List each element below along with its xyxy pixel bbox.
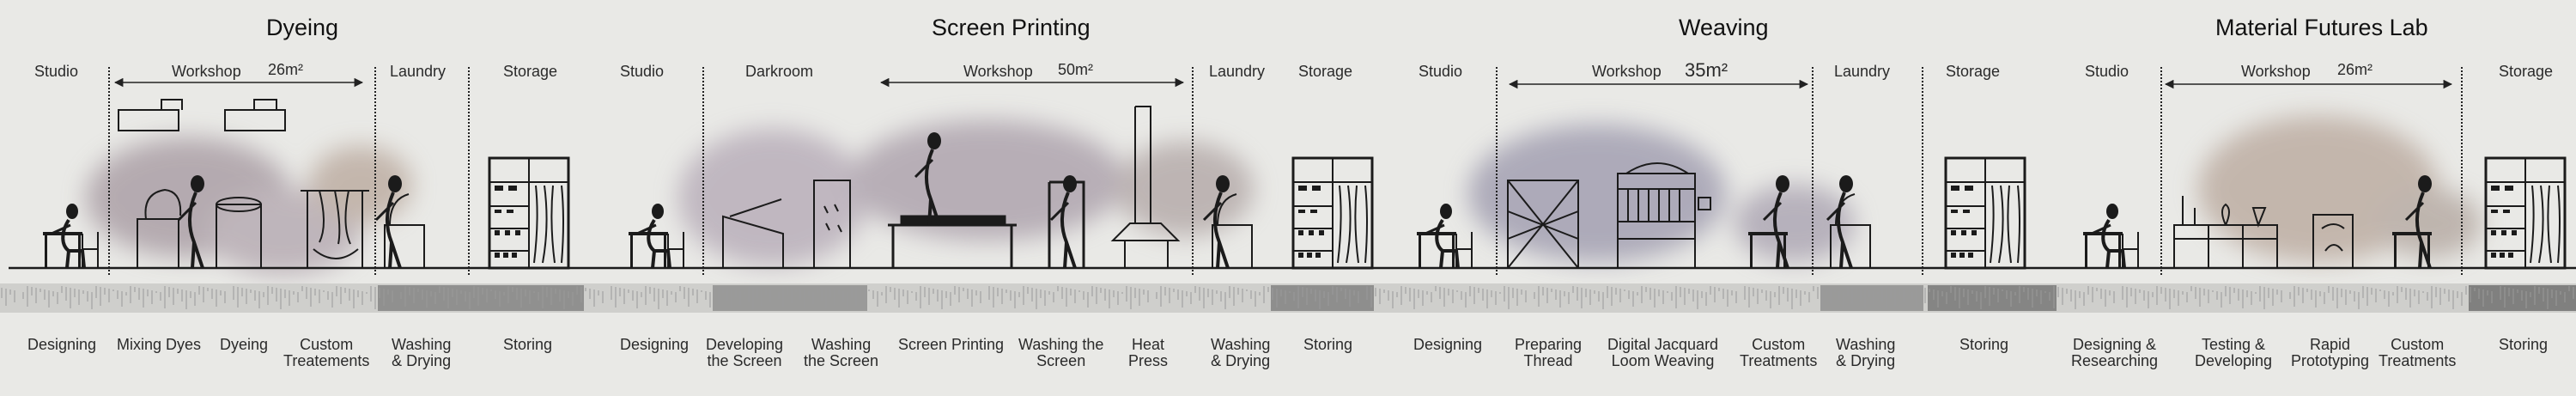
dimension-arrows <box>115 82 2451 84</box>
activity-label: Designing <box>1413 337 1482 353</box>
screen-print-table <box>888 216 1017 268</box>
divider <box>2160 67 2162 275</box>
workshop-size: 26m² <box>268 62 303 78</box>
workshop-size: 26m² <box>2337 62 2372 78</box>
activity-label: Screen Printing <box>898 337 1004 353</box>
activity-label: Custom Treatments <box>1740 337 1817 369</box>
room-label: Storage <box>1946 64 2000 80</box>
room-label: Laundry <box>390 64 446 80</box>
activity-label: Custom Treatements <box>283 337 369 369</box>
room-label: Laundry <box>1834 64 1890 80</box>
activity-label: Dyeing <box>220 337 268 353</box>
room-label: Laundry <box>1209 64 1265 80</box>
room-label: Storage <box>1298 64 1352 80</box>
room-label: Studio <box>620 64 664 80</box>
room-label: Storage <box>503 64 557 80</box>
divider <box>702 67 704 275</box>
activity-label: Digital Jacquard Loom Weaving <box>1607 337 1718 369</box>
activity-label: Designing <box>27 337 96 353</box>
room-label: Workshop <box>963 64 1033 80</box>
divider <box>468 67 470 275</box>
activity-label: Washing & Drying <box>1211 337 1270 369</box>
activity-label: Designing <box>620 337 689 353</box>
activity-label: Preparing Thread <box>1515 337 1582 369</box>
room-label: Workshop <box>172 64 241 80</box>
screen-studio-figure <box>629 204 683 268</box>
room-label: Studio <box>34 64 78 80</box>
divider <box>1812 67 1814 275</box>
lab-studio-figure <box>2083 204 2138 268</box>
divider <box>1496 67 1498 275</box>
activity-label: Custom Treatments <box>2379 337 2456 369</box>
room-label: Storage <box>2499 64 2553 80</box>
activity-label: Washing & Drying <box>1836 337 1895 369</box>
activity-label: Washing & Drying <box>392 337 451 369</box>
divider <box>1922 67 1923 275</box>
weaving-storage-shelf <box>1946 158 2025 268</box>
screen-storage-shelf <box>1293 158 1372 268</box>
room-label: Workshop <box>1592 64 1662 80</box>
room-label: Studio <box>2085 64 2129 80</box>
room-label: Workshop <box>2241 64 2311 80</box>
activity-label: Developing the Screen <box>706 337 783 369</box>
room-label: Studio <box>1419 64 1462 80</box>
divider <box>1192 67 1194 275</box>
lab-storage-shelf <box>2486 158 2565 268</box>
section-title: Screen Printing <box>932 15 1091 40</box>
section-title: Material Futures Lab <box>2215 15 2428 40</box>
divider <box>2461 67 2463 275</box>
activity-label: Designing & Researching <box>2071 337 2158 369</box>
activity-label: Storing <box>1303 337 1352 353</box>
activity-label: Testing & Developing <box>2195 337 2272 369</box>
divider <box>108 67 110 275</box>
workshop-size: 50m² <box>1058 62 1093 78</box>
workshop-size: 35m² <box>1685 60 1728 80</box>
section-title: Weaving <box>1679 15 1769 40</box>
activity-label: Storing <box>2499 337 2548 353</box>
section-title: Dyeing <box>266 15 338 40</box>
divider <box>374 67 376 275</box>
activity-label: Washing the Screen <box>1018 337 1103 369</box>
activity-label: Rapid Prototyping <box>2291 337 2369 369</box>
activity-label: Storing <box>1959 337 2008 353</box>
dyeing-storage-shelf <box>489 158 568 268</box>
activity-label: Storing <box>503 337 552 353</box>
activity-label: Washing the Screen <box>804 337 878 369</box>
texture-band <box>0 283 2576 313</box>
weaving-studio-figure <box>1417 204 1472 268</box>
activity-label: Mixing Dyes <box>117 337 201 353</box>
room-label: Darkroom <box>745 64 813 80</box>
activity-label: Heat Press <box>1128 337 1168 369</box>
